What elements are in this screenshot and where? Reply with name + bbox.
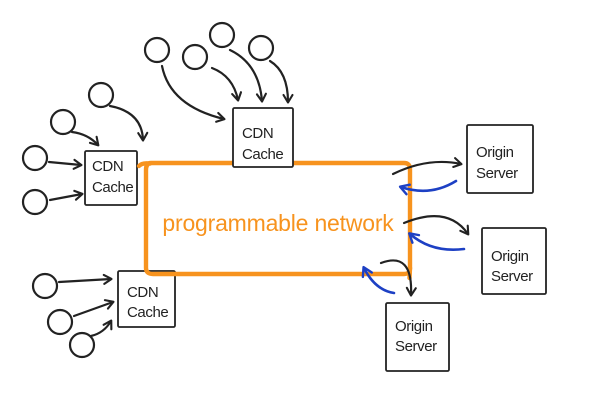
cdn-cache-label-line2: Cache (242, 146, 283, 163)
cdn-cache-node-left: CDN Cache (84, 150, 138, 206)
arrow-origin-bottom-to-network (361, 265, 396, 295)
cdn-cache-box (232, 107, 294, 168)
cdn-cache-label-line2: Cache (127, 304, 168, 321)
origin-server-label-line1: Origin (395, 318, 433, 335)
cdn-cache-label-line1: CDN (127, 284, 158, 301)
client-group-bottom (31, 272, 96, 359)
arrow-client-to-cdn-bottom (72, 299, 115, 318)
client-circle-icon (87, 81, 115, 109)
arrow-client-to-cdn-left (47, 158, 83, 170)
arrow-network-to-origin-middle (402, 215, 470, 236)
arrow-client-to-cdn-left (70, 130, 100, 147)
origin-server-label-line1: Origin (476, 144, 514, 161)
client-circle-icon (21, 144, 49, 172)
origin-server-node-middle: Origin Server (481, 227, 547, 295)
origin-server-label-line2: Server (476, 165, 518, 182)
origin-server-box (466, 124, 534, 194)
origin-server-node-top: Origin Server (466, 124, 534, 194)
client-circle-icon (49, 108, 77, 136)
network-border-corner-stub (136, 161, 153, 169)
arrow-network-to-origin-top (391, 157, 463, 176)
programmable-network-node: programmable network (136, 160, 413, 281)
client-group-top (143, 21, 275, 71)
origin-server-label-line2: Server (491, 268, 533, 285)
arrow-client-to-cdn-left (48, 189, 84, 202)
arrow-origin-middle-to-network (408, 232, 466, 251)
cdn-cache-node-bottom: CDN Cache (117, 270, 176, 328)
arrow-client-to-cdn-top (268, 59, 294, 104)
arrow-client-to-cdn-left (108, 104, 149, 142)
arrow-client-to-cdn-bottom (89, 319, 113, 338)
arrow-client-to-cdn-top (160, 64, 226, 123)
origin-server-label-line1: Origin (491, 248, 529, 265)
client-request-arrows (47, 48, 294, 338)
client-circle-icon (21, 188, 49, 216)
arrow-client-to-cdn-top (228, 48, 267, 103)
client-circle-icon (68, 331, 96, 359)
client-group-left (21, 81, 115, 216)
cdn-cache-label-line2: Cache (92, 179, 133, 196)
client-circle-icon (46, 308, 74, 336)
client-circle-icon (247, 34, 275, 62)
cdn-cache-label-line1: CDN (92, 158, 123, 175)
cdn-cache-label-line1: CDN (242, 125, 273, 142)
network-border (143, 160, 413, 277)
arrow-origin-top-to-network (398, 179, 458, 196)
origin-server-label-line2: Server (395, 338, 437, 355)
client-circle-icon (143, 36, 171, 64)
client-circle-icon (31, 272, 59, 300)
origin-server-box (385, 302, 450, 372)
arrow-client-to-cdn-top (210, 66, 243, 102)
client-circle-icon (181, 43, 209, 71)
arrow-client-to-cdn-bottom (57, 273, 113, 285)
arrow-network-to-origin-bottom (379, 259, 417, 297)
cdn-cache-node-top: CDN Cache (232, 107, 294, 168)
origin-server-box (481, 227, 547, 295)
origin-server-node-bottom: Origin Server (385, 302, 450, 372)
cdn-cache-box (84, 150, 138, 206)
network-label: programmable network (162, 210, 394, 236)
network-origin-arrows (361, 157, 470, 297)
client-circle-icon (208, 21, 236, 49)
